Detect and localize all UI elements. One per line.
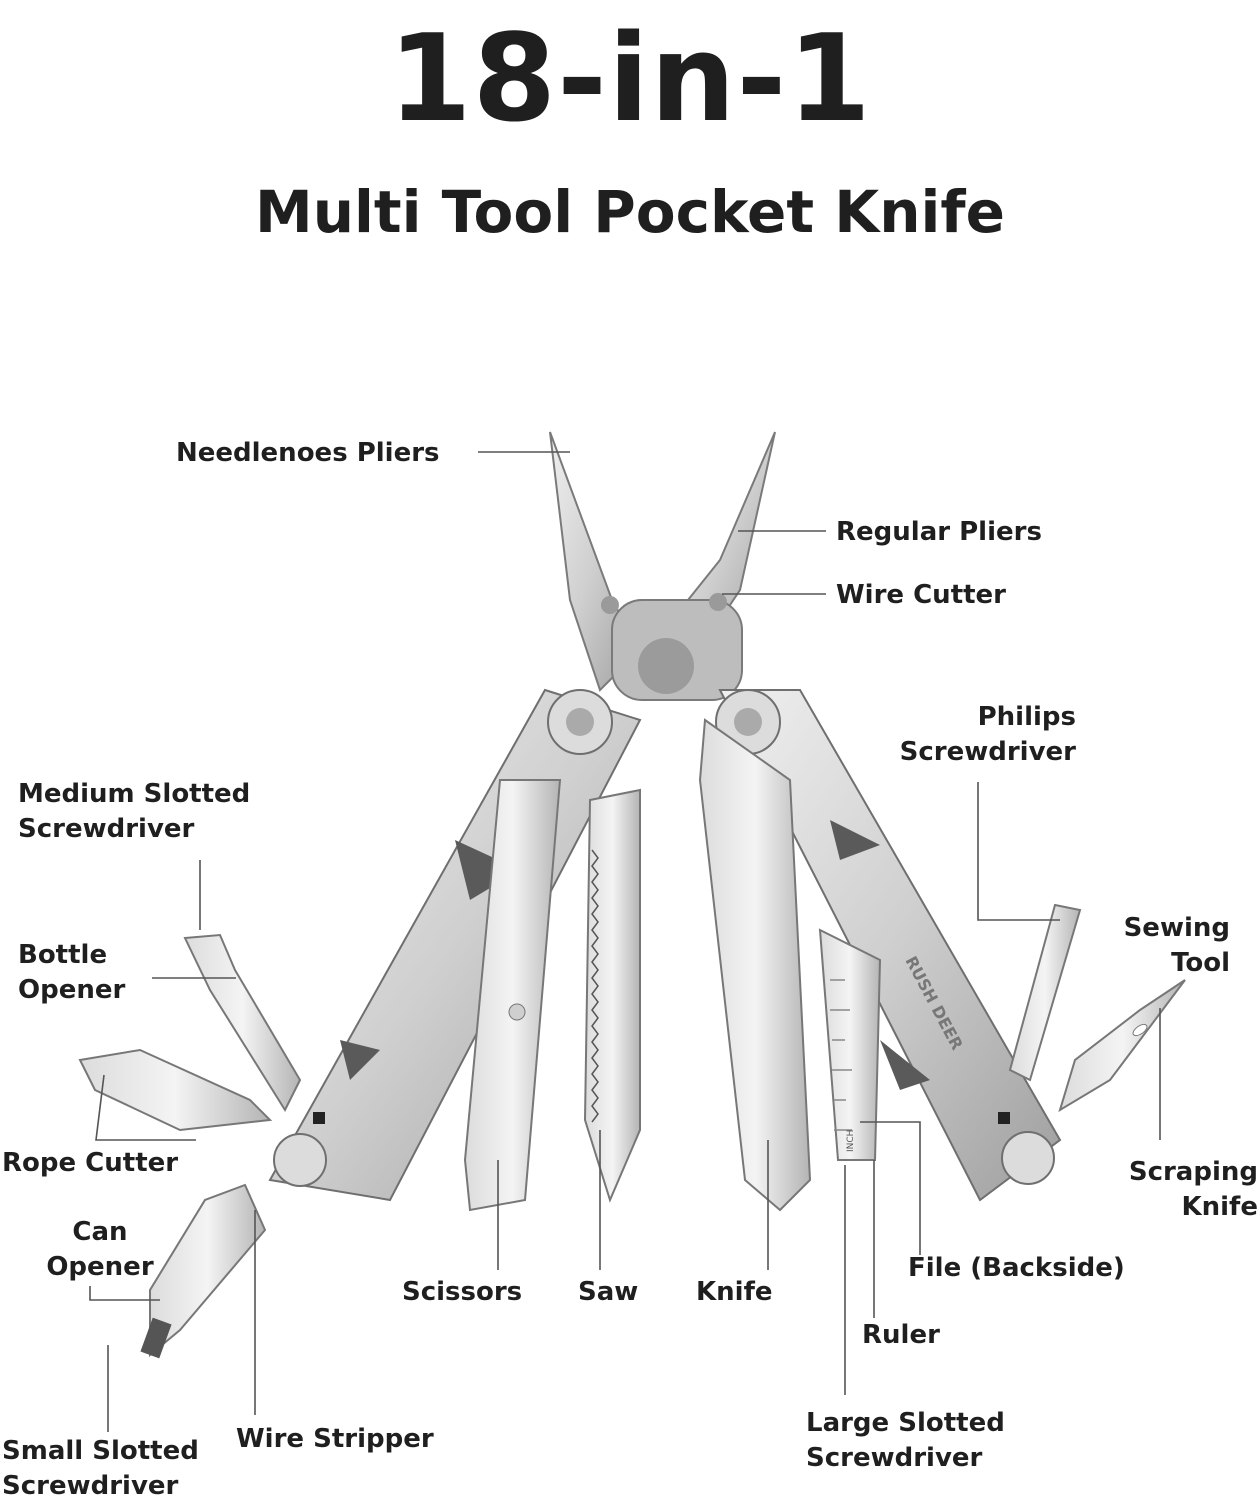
left-handle [268,688,642,1202]
label-saw: Saw [578,1277,639,1307]
label-wire-cutter: Wire Cutter [836,580,1007,610]
leader-lines [89,451,1161,1432]
page-subtitle: Multi Tool Pocket Knife [254,178,1005,246]
label-scissors: Scissors [402,1277,523,1307]
label-philips-screwdriver: Philips Screwdriver [899,702,1076,767]
label-knife: Knife [696,1277,773,1307]
label-regular-pliers: Regular Pliers [836,517,1042,547]
label-bottle-opener: Bottle Opener [18,940,126,1005]
label-medium-slotted-screwdriver: Medium Slotted Screwdriver [18,779,251,844]
label-scraping-knife: Scraping Knife [1128,1157,1258,1222]
pliers-jaws [549,431,776,701]
left-tools [78,779,641,1359]
ruler-unit-text: INCH [846,1130,856,1152]
label-file-backside: File (Backside) [908,1253,1125,1283]
page-title: 18-in-1 [388,10,872,149]
right-tools: INCH [698,718,1186,1212]
label-rope-cutter: Rope Cutter [2,1148,179,1178]
label-small-slotted-screwdriver: Small Slotted Screwdriver [2,1436,199,1501]
label-large-slotted-screwdriver: Large Slotted Screwdriver [806,1408,1005,1473]
label-needlenose-pliers: Needlenoes Pliers [176,438,440,468]
label-ruler: Ruler [862,1320,940,1350]
label-wire-stripper: Wire Stripper [236,1424,434,1454]
label-can-opener: Can Opener [46,1217,154,1282]
label-sewing-tool: Sewing Tool [1123,913,1230,978]
